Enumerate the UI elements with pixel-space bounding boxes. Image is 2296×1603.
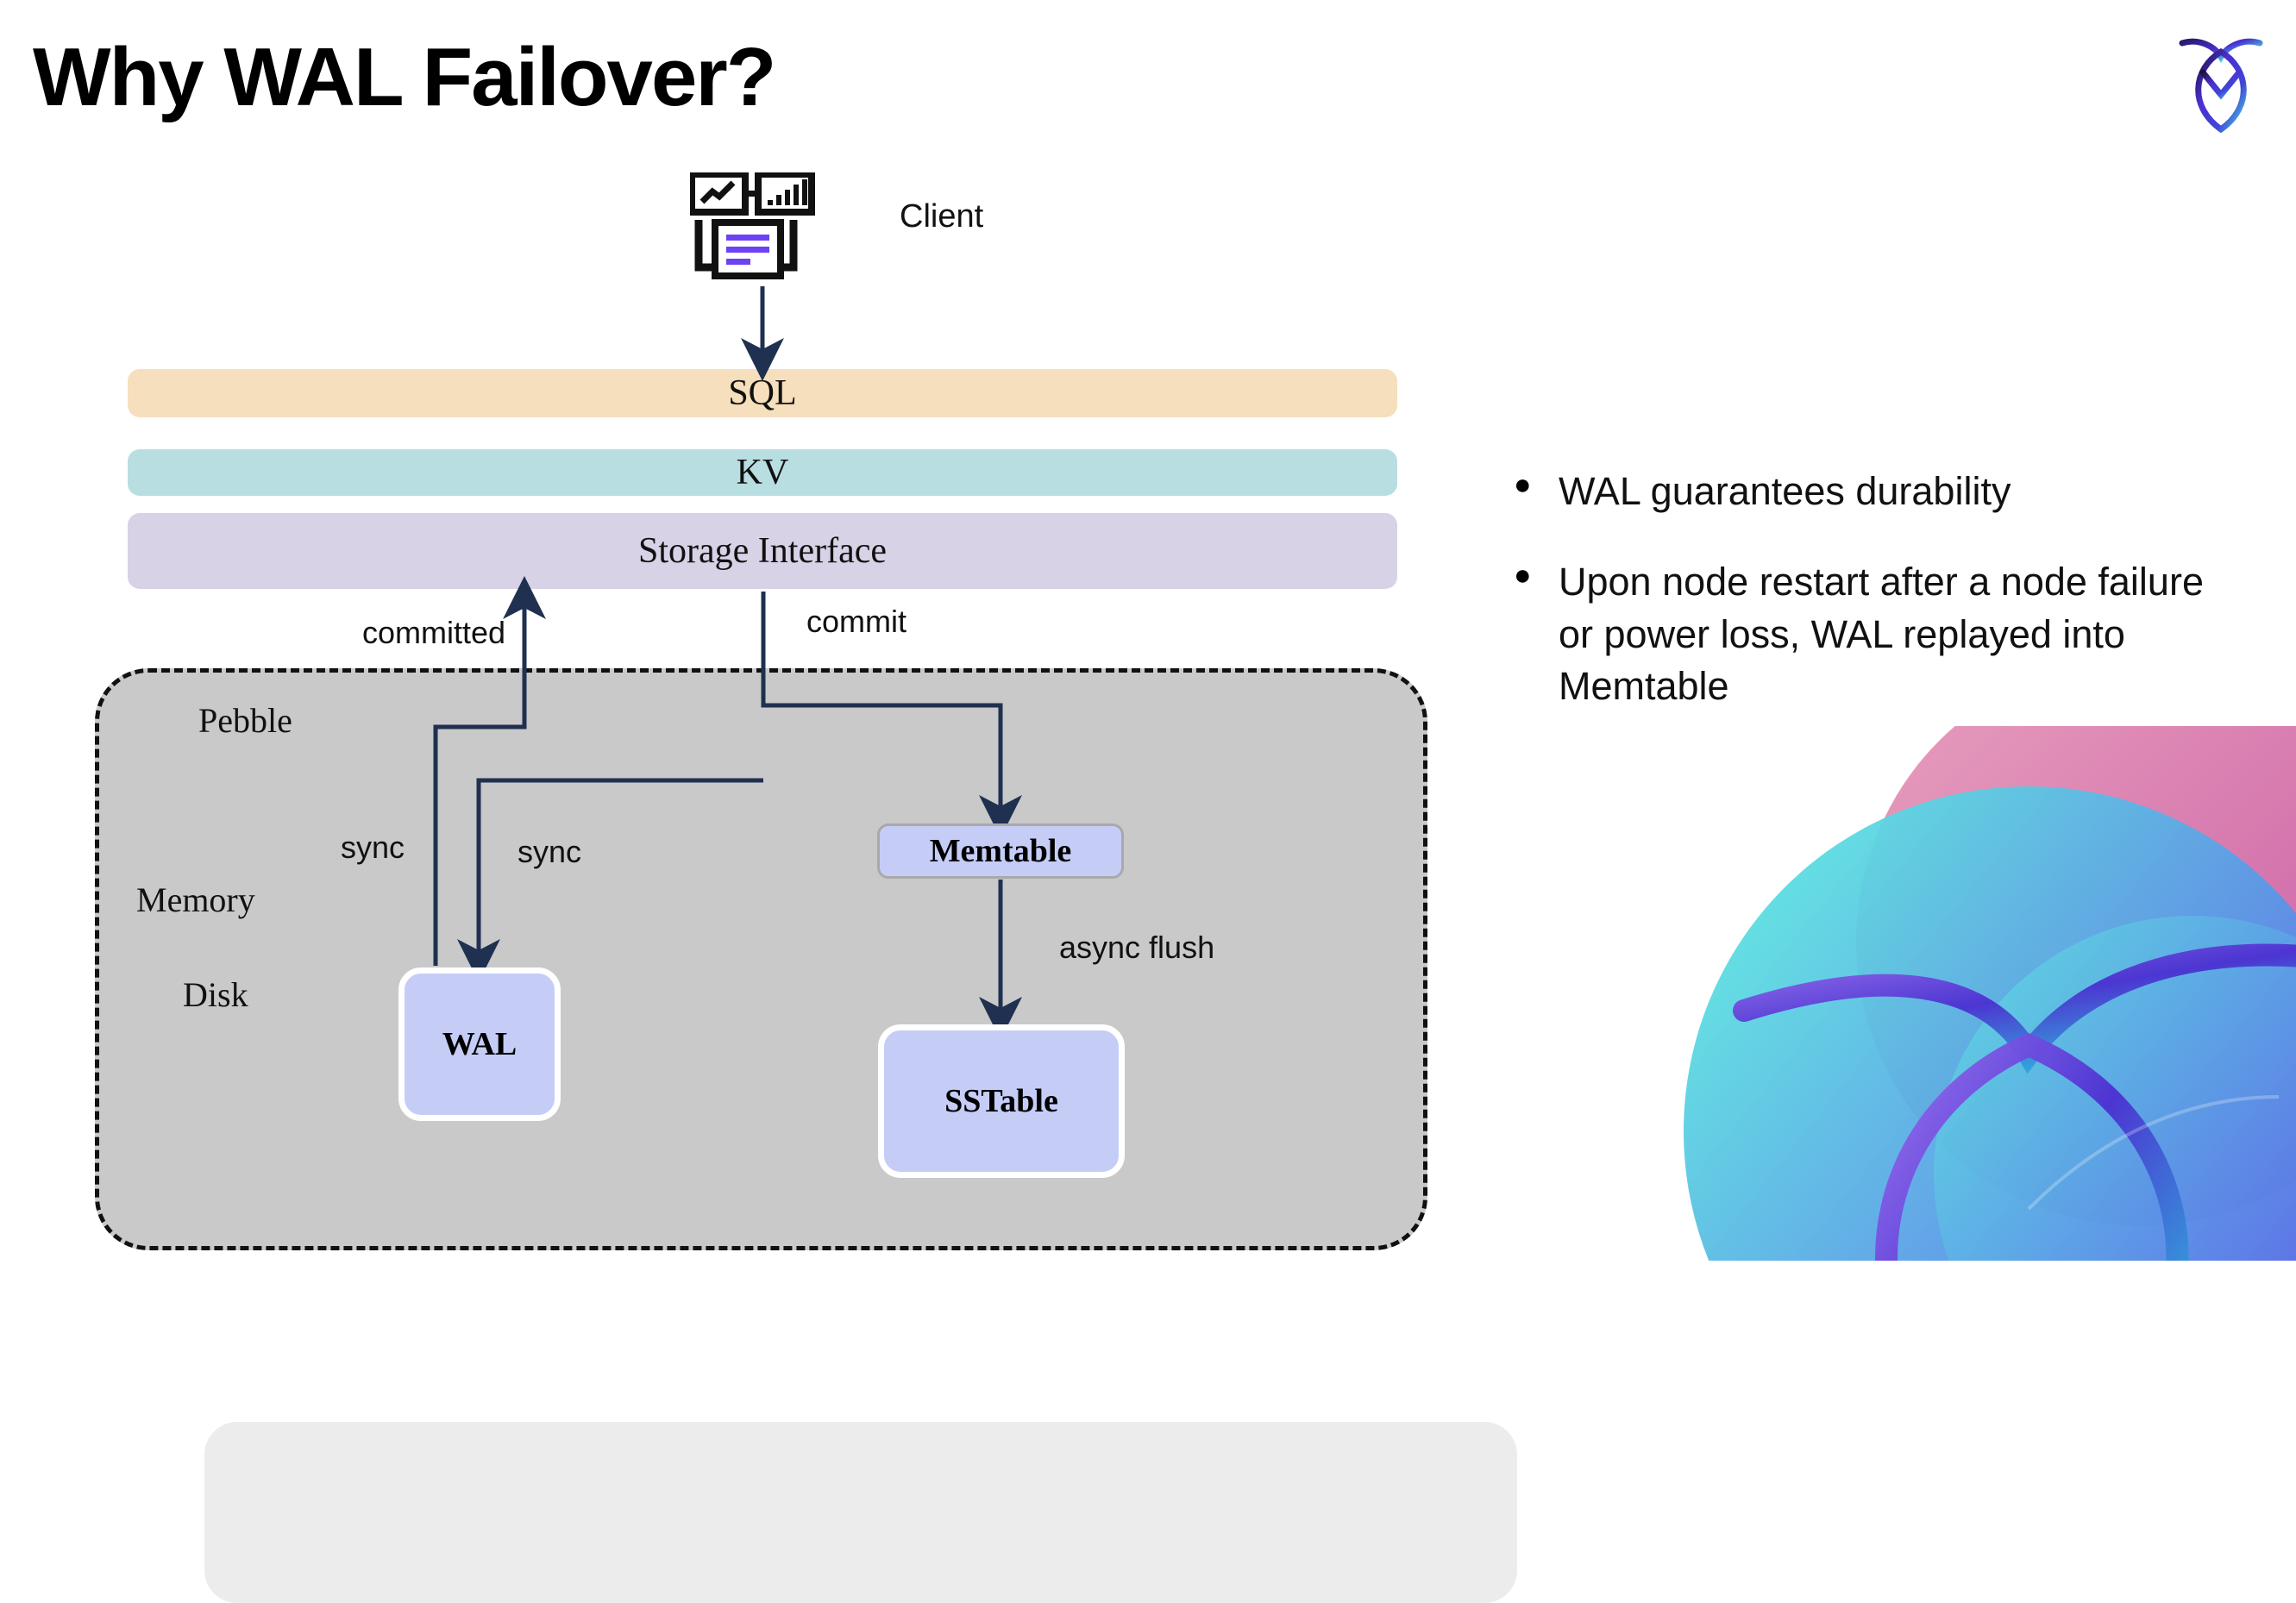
bullet-text: WAL guarantees durability [1559,469,2011,513]
list-item: ● Upon node restart after a node failure… [1514,556,2230,713]
bullet-marker-icon: ● [1514,558,1532,592]
page-title: Why WAL Failover? [33,31,776,123]
pebble-container [95,668,1517,1603]
layer-bar-sql: SQL [128,369,1397,417]
edge-label-async-flush: async flush [1059,930,1215,965]
cockroachdb-logo-icon [2179,38,2263,134]
layer-bar-storage-interface: Storage Interface [128,513,1397,589]
bullet-marker-icon: ● [1514,468,1532,501]
edge-label-commit: commit [806,604,906,639]
client-dashboard-icon [690,172,815,279]
decorative-circles-graphic [1684,726,2296,1261]
memory-label: Memory [136,880,255,919]
edge-label-committed: committed [362,615,506,650]
edge-label-sync-right: sync [518,834,582,869]
layer-bar-kv: KV [128,449,1397,496]
edge-label-sync-left: sync [341,830,405,865]
box-wal: WAL [398,967,561,1121]
pebble-label: Pebble [198,701,292,740]
bullet-list: ● WAL guarantees durability ● Upon node … [1514,466,2230,751]
bullet-text: Upon node restart after a node failure o… [1559,559,2204,709]
disk-label: Disk [183,975,248,1014]
box-sstable: SSTable [878,1024,1125,1178]
box-memtable: Memtable [877,823,1124,879]
client-label: Client [900,198,984,235]
memory-region [204,1422,1517,1603]
list-item: ● WAL guarantees durability [1514,466,2230,518]
